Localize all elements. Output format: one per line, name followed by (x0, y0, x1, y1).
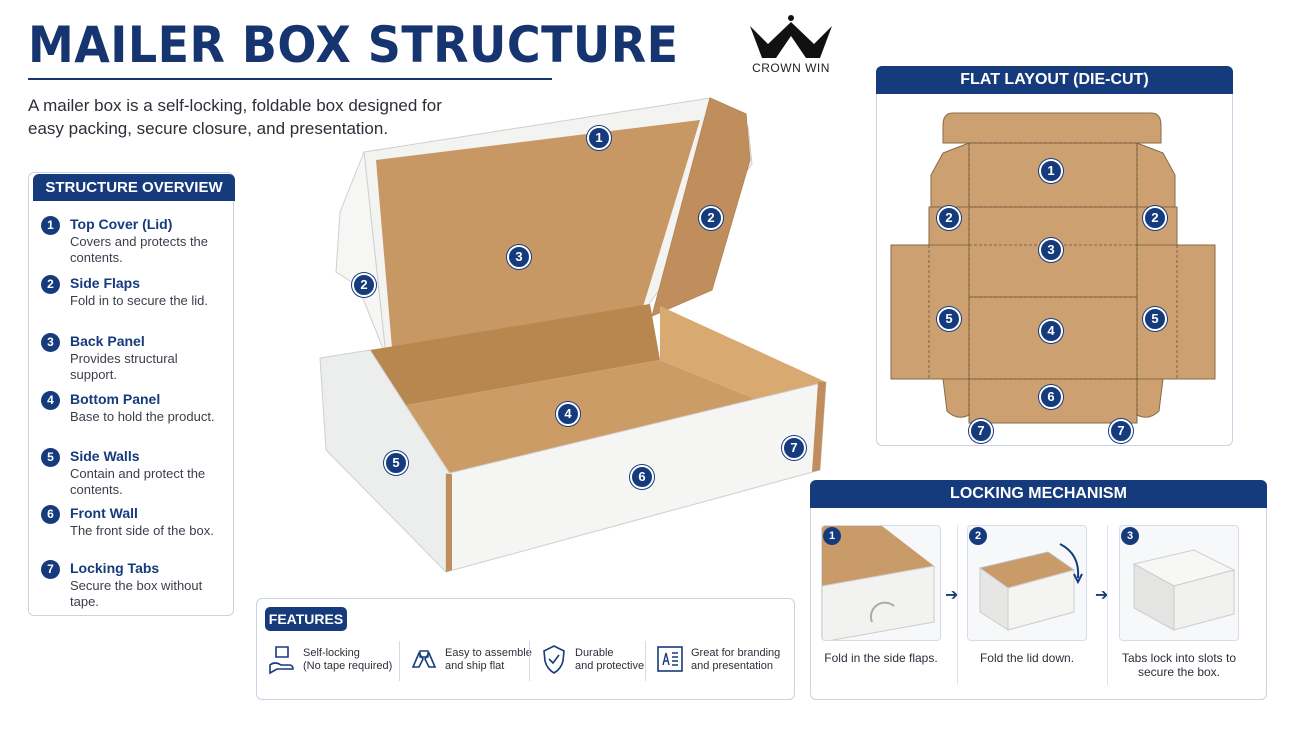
overview-item-number: 6 (41, 505, 60, 524)
page-title: MAILER BOX STRUCTURE (28, 16, 679, 74)
feature-text: Self-locking (No tape required) (303, 647, 393, 672)
flat-label-7-right: 7 (1109, 419, 1133, 443)
right-side-flap (651, 97, 751, 317)
overview-item-desc: Secure the box without tape. (70, 578, 203, 609)
left-wall-edge (446, 474, 452, 572)
flat-label-6: 6 (1039, 385, 1063, 409)
overview-item-number: 3 (41, 333, 60, 352)
feature-text: Great for branding and presentation (691, 647, 781, 672)
top-lid-tab (942, 112, 1162, 144)
lid-inner (376, 120, 700, 348)
overview-item-number: 5 (41, 448, 60, 467)
overview-item-title: Back Panel (70, 333, 145, 349)
feature-text: Easy to assemble and ship flat (445, 647, 532, 672)
feature-divider (529, 641, 530, 681)
box-label-2-right: 2 (699, 206, 723, 230)
flat-label-4: 4 (1039, 319, 1063, 343)
lock-step-image (821, 525, 941, 641)
lock-step-image (1119, 525, 1239, 641)
flat-label-1: 1 (1039, 159, 1063, 183)
overview-item-desc: Base to hold the product. (70, 409, 215, 424)
right-locking-tab (1136, 378, 1164, 418)
flat-label-2-right: 2 (1143, 206, 1167, 230)
flat-label-5-left: 5 (937, 307, 961, 331)
intro-text: A mailer box is a self-locking, foldable… (28, 96, 442, 138)
lock-step-caption: Tabs lock into slots to secure the box. (1121, 651, 1237, 679)
box-label-4: 4 (556, 402, 580, 426)
lock-step-image (967, 525, 1087, 641)
lock-step-caption: Fold in the side flaps. (824, 651, 938, 665)
overview-item-title: Front Wall (70, 505, 138, 521)
locking-mechanism-panel: LOCKING MECHANISM 1 Fold in the side fla… (810, 480, 1267, 700)
title-underline (28, 78, 552, 80)
overview-item-title: Side Walls (70, 448, 140, 464)
front-wall-edge (812, 382, 826, 472)
structure-overview-heading: STRUCTURE OVERVIEW (33, 174, 235, 201)
hands-icon (411, 650, 437, 668)
box-label-2-left: 2 (352, 273, 376, 297)
lock-step-number: 2 (969, 527, 987, 545)
left-side-flap (335, 151, 387, 357)
flat-layout-heading: FLAT LAYOUT (DIE-CUT) (876, 66, 1233, 94)
feature-divider (645, 641, 646, 681)
structure-overview-panel: STRUCTURE OVERVIEW 1 Top Cover (Lid) Cov… (28, 172, 235, 616)
locking-mechanism-heading: LOCKING MECHANISM (810, 480, 1267, 508)
overview-item-number: 1 (41, 216, 60, 235)
flat-label-2-left: 2 (937, 206, 961, 230)
step-divider (957, 525, 958, 685)
box-label-6: 6 (630, 465, 654, 489)
step-divider (1107, 525, 1108, 685)
arrow-right-icon: ➔ (1095, 587, 1109, 604)
overview-item-number: 7 (41, 560, 60, 579)
overview-item-title: Locking Tabs (70, 560, 160, 576)
box-label-7: 7 (782, 436, 806, 460)
features-panel: FEATURES Self-locking (No tape required)… (256, 598, 795, 700)
shield-icon (543, 645, 565, 674)
overview-item-title: Bottom Panel (70, 391, 161, 407)
brand-logo: CROWN WIN (744, 14, 838, 75)
overview-item-number: 2 (41, 275, 60, 294)
right-side-wall-panel (1136, 244, 1216, 380)
logo-text: CROWN WIN (752, 61, 830, 75)
feature-divider (399, 641, 400, 681)
overview-item-title: Top Cover (Lid) (70, 216, 173, 232)
overview-item-number: 4 (41, 391, 60, 410)
overview-item-desc: Fold in to secure the lid. (70, 293, 209, 308)
lock-step-number: 3 (1121, 527, 1139, 545)
flat-label-7-left: 7 (969, 419, 993, 443)
flat-label-5-right: 5 (1143, 307, 1167, 331)
lock-step-number: 1 (823, 527, 841, 545)
lock-step-caption: Fold the lid down. (979, 651, 1075, 665)
overview-item-desc: Contain and protect the contents. (70, 466, 206, 497)
right-wall-interior (660, 306, 826, 406)
bottom-panel (390, 360, 772, 474)
overview-item-desc: Covers and protects the contents. (70, 234, 209, 265)
box-hand-icon (269, 646, 294, 675)
mailer-box-illustration (319, 97, 827, 574)
features-heading: FEATURES (265, 607, 347, 631)
arrow-right-icon: ➔ (945, 587, 959, 604)
crown-icon (750, 15, 832, 58)
overview-item-desc: The front side of the box. (70, 523, 214, 538)
back-wall-interior (370, 304, 660, 408)
box-label-3: 3 (507, 245, 531, 269)
box-label-1: 1 (587, 126, 611, 150)
left-locking-tab (942, 378, 970, 418)
feature-text: Durable and protective (575, 647, 645, 672)
branding-icon (657, 646, 683, 672)
right-lid-flap (1136, 142, 1176, 208)
overview-item-title: Side Flaps (70, 275, 141, 291)
left-lid-flap (930, 142, 970, 208)
flat-label-3: 3 (1039, 238, 1063, 262)
overview-item-desc: Provides structural support. (70, 351, 178, 382)
box-label-5: 5 (384, 451, 408, 475)
